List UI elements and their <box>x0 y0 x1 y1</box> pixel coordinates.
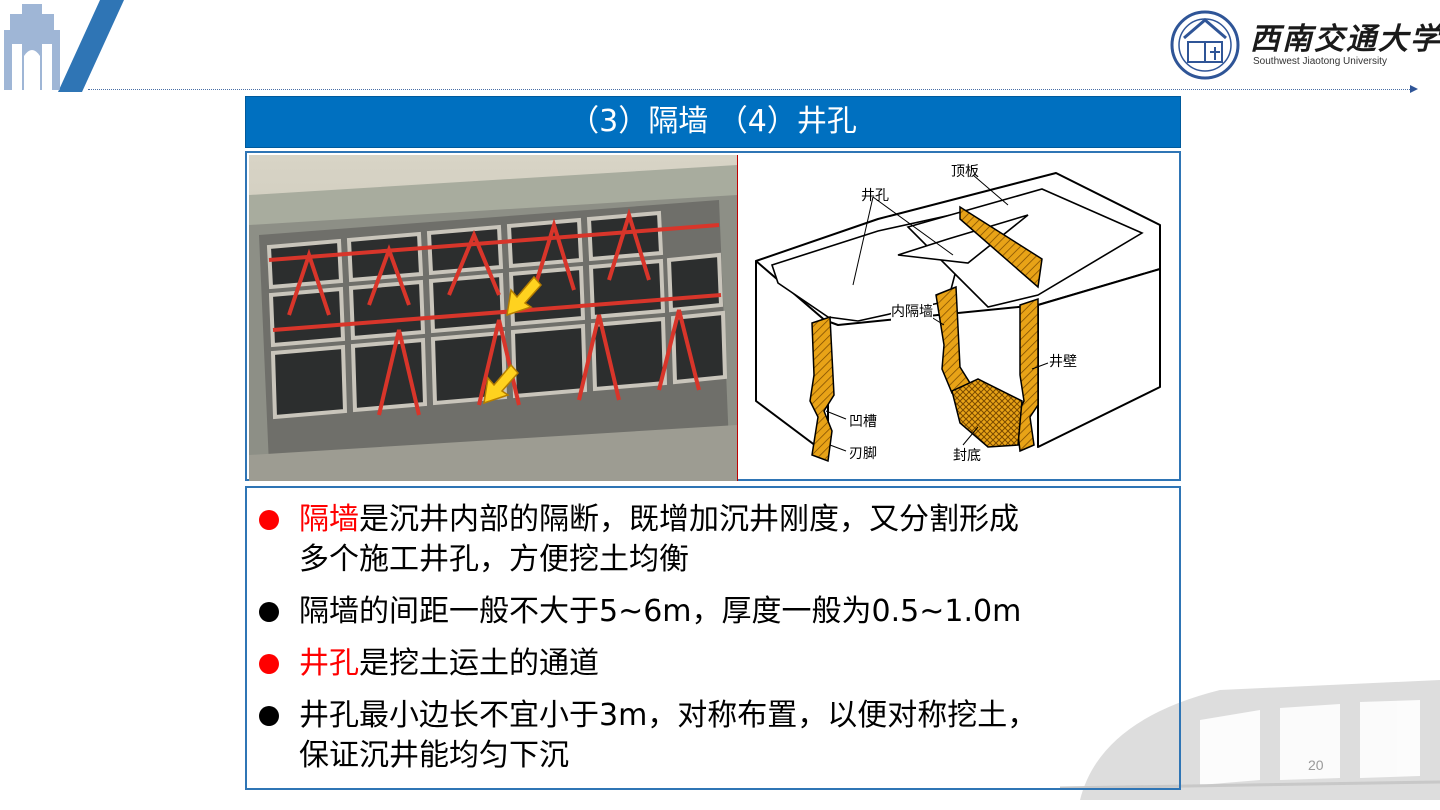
content-box: 隔墙是沉井内部的隔断，既增加沉井刚度，又分割形成 多个施工井孔，方便挖土均衡 隔… <box>245 486 1181 790</box>
label-groove: 凹槽 <box>849 414 877 430</box>
slide-title: （3）隔墙 （4）井孔 <box>245 96 1181 148</box>
bullet-text: 保证沉井能均匀下沉 <box>299 738 569 773</box>
label-well-wall: 井壁 <box>1049 354 1077 370</box>
bullet-dot-icon <box>259 510 279 530</box>
bullet-text: 是沉井内部的隔断，既增加沉井刚度，又分割形成 <box>359 502 1019 537</box>
label-inner-wall: 内隔墙 <box>891 301 933 321</box>
caisson-structure-diagram <box>755 172 1161 463</box>
label-seal-bottom: 封底 <box>953 448 981 464</box>
bullet-dot-icon <box>259 706 279 726</box>
university-gate-logo <box>0 0 130 92</box>
highlight-term: 隔墙 <box>299 502 359 537</box>
figure-frame: 顶板 井孔 内隔墙 井壁 凹槽 刃脚 封底 <box>245 151 1181 481</box>
bullet-dot-icon <box>259 602 279 622</box>
label-blade-foot: 刃脚 <box>849 446 877 462</box>
page-number: 20 <box>1308 757 1324 773</box>
highlight-term: 井孔 <box>299 646 359 681</box>
university-name-en: Southwest Jiaotong University <box>1253 56 1387 67</box>
university-name-cn: 西南交通大学 <box>1250 22 1440 57</box>
bullet-text: 隔墙的间距一般不大于5~6m，厚度一般为0.5~1.0m <box>299 594 1022 629</box>
header-divider-line <box>88 89 1412 90</box>
bullet-text: 是挖土运土的通道 <box>359 646 599 681</box>
figure-divider <box>737 155 738 481</box>
caisson-construction-photo <box>249 155 737 481</box>
bullet-text: 多个施工井孔，方便挖土均衡 <box>299 542 689 577</box>
train-watermark <box>1060 680 1440 800</box>
label-top-slab: 顶板 <box>951 164 979 180</box>
label-well-hole: 井孔 <box>861 188 889 204</box>
university-seal-icon <box>1170 10 1240 80</box>
header-arrow-icon <box>1410 85 1418 93</box>
bullet-dot-icon <box>259 654 279 674</box>
bullet-text: 井孔最小边长不宜小于3m，对称布置，以便对称挖土， <box>299 698 1038 733</box>
